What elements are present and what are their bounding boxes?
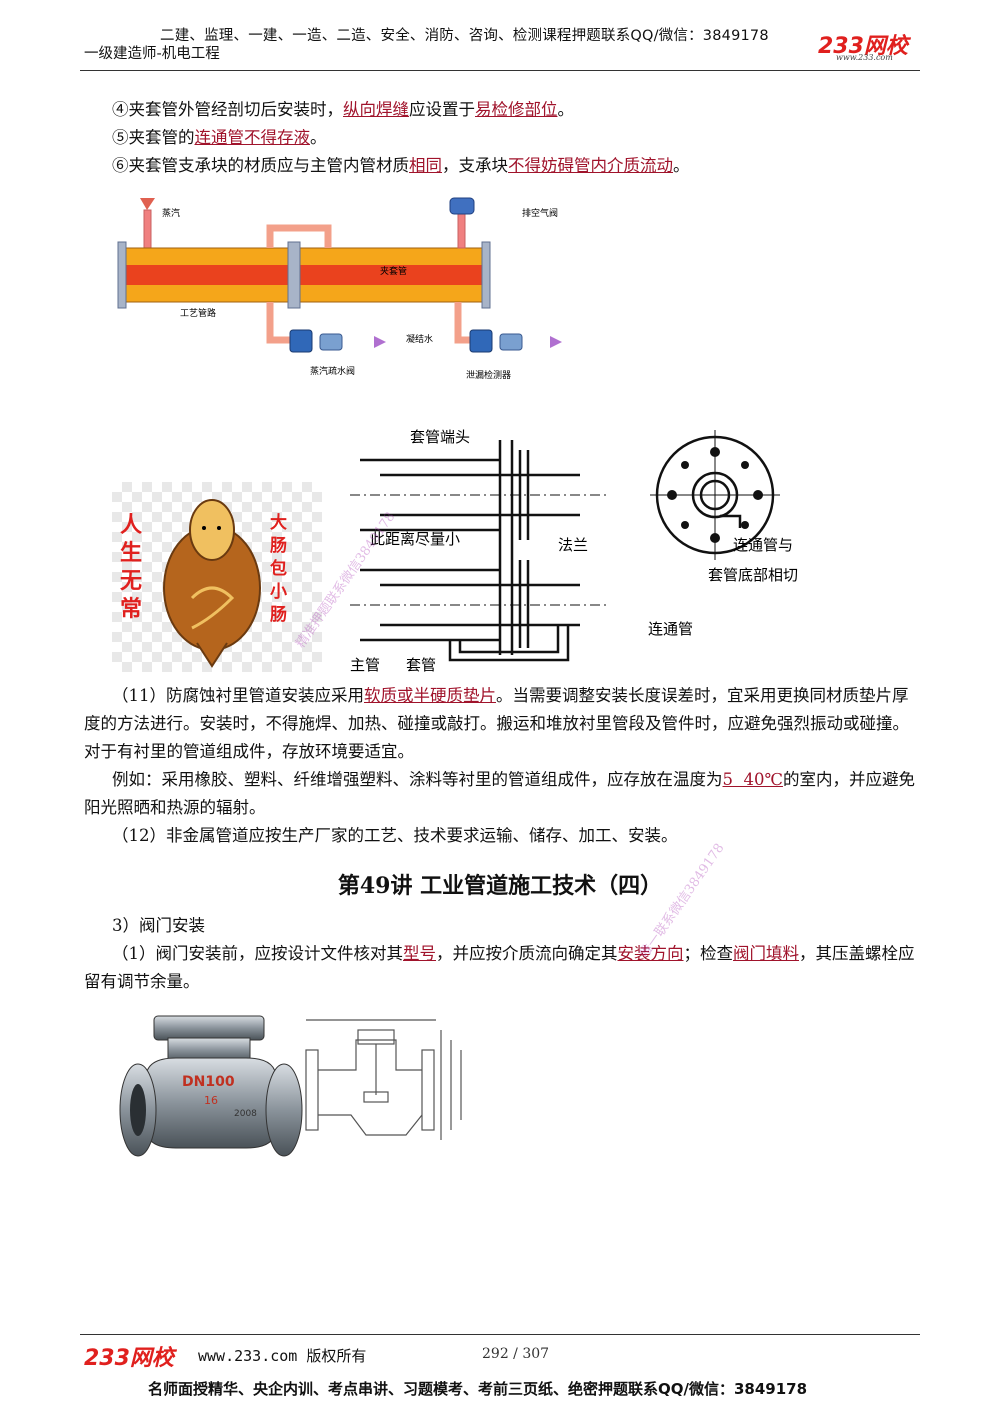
label-sleeve-end: 套管端头 [410, 428, 470, 446]
header-subtitle: 一级建造师-机电工程 [84, 46, 220, 62]
para-example: 例如：采用橡胶、塑料、纤维增强塑料、涂料等衬里的管道组成件，应存放在温度为5 4… [84, 770, 915, 817]
sausage-sticker-image: 人生无常 大肠包小肠 [112, 482, 322, 672]
sticker-text-right: 大肠包小肠 [270, 513, 287, 625]
lecture-title: 第49讲 工业管道施工技术（四） [337, 873, 663, 899]
page-number: 292 / 307 [482, 1346, 550, 1362]
header-logo: 233网校 [818, 34, 908, 59]
header-top-line: 二建、监理、一建、一造、二造、安全、消防、咨询、检测课程押题联系QQ/微信：38… [160, 28, 769, 44]
label-jacket: 夹套管 [380, 265, 407, 277]
para-12: （12）非金属管道应按生产厂家的工艺、技术要求运输、储存、加工、安装。 [112, 826, 678, 845]
footer-divider [80, 1334, 920, 1335]
footer-copyright: www.233.com 版权所有 [198, 1347, 367, 1365]
label-vent: 排空气阀 [522, 207, 558, 219]
label-steam-trap: 蒸汽疏水阀 [310, 365, 355, 377]
sausage-character-icon [163, 499, 261, 668]
item-6: ⑥夹套管支承块的材质应与主管内管材质相同，支承块不得妨碍管内介质流动。 [112, 156, 690, 175]
valve-text-2008: 2008 [234, 1109, 257, 1119]
label-connector: 连通管 [648, 620, 693, 638]
check-valve-photo: DN100 16 2008 [119, 1015, 303, 1157]
label-sleeve: 套管 [406, 656, 436, 674]
label-main-pipe: 主管 [350, 656, 380, 674]
item-5: ⑤夹套管的连通管不得存液。 [112, 128, 327, 147]
valve-text-dn: DN100 [182, 1074, 235, 1090]
valve-section-drawing [305, 1019, 462, 1140]
jacket-pipe-diagram: 蒸汽 排空气阀 夹套管 工艺管路 凝结水 蒸汽疏水阀 泄漏检测器 [117, 197, 562, 381]
header-divider [80, 70, 920, 71]
label-distance: 此距离尽量小 [370, 530, 460, 548]
para-11: （11）防腐蚀衬里管道安装应采用软质或半硬质垫片。当需要调整安装长度误差时，宜采… [84, 686, 909, 761]
header-logo-url: www.233.com [836, 53, 893, 62]
label-process-pipe: 工艺管路 [180, 307, 216, 319]
label-steam: 蒸汽 [162, 207, 180, 219]
valve-text-16: 16 [204, 1094, 218, 1107]
sticker-text-left: 人生无常 [120, 513, 143, 622]
label-cut-2: 套管底部相切 [708, 566, 798, 584]
sleeve-pipe-diagram: 套管端头 此距离尽量小 法兰 连通管与 套管底部相切 连通管 主管 套管 [350, 428, 798, 674]
label-cut-1: 连通管与 [733, 536, 793, 554]
label-flange: 法兰 [558, 536, 588, 554]
label-condensate: 凝结水 [406, 333, 433, 345]
valve-para: （1）阀门安装前，应按设计文件核对其型号，并应按介质流向确定其安装方向；检查阀门… [84, 944, 915, 991]
section-valve-install: 3）阀门安装 [112, 916, 205, 935]
label-leak-detector: 泄漏检测器 [466, 369, 511, 381]
footer-bottom-line: 名师面授精华、央企内训、考点串讲、习题模考、考前三页纸、绝密押题联系QQ/微信：… [148, 1380, 808, 1398]
footer-logo: 233网校 [84, 1346, 174, 1371]
item-4: ④夹套管外管经剖切后安装时，纵向焊缝应设置于易检修部位。 [112, 100, 574, 119]
